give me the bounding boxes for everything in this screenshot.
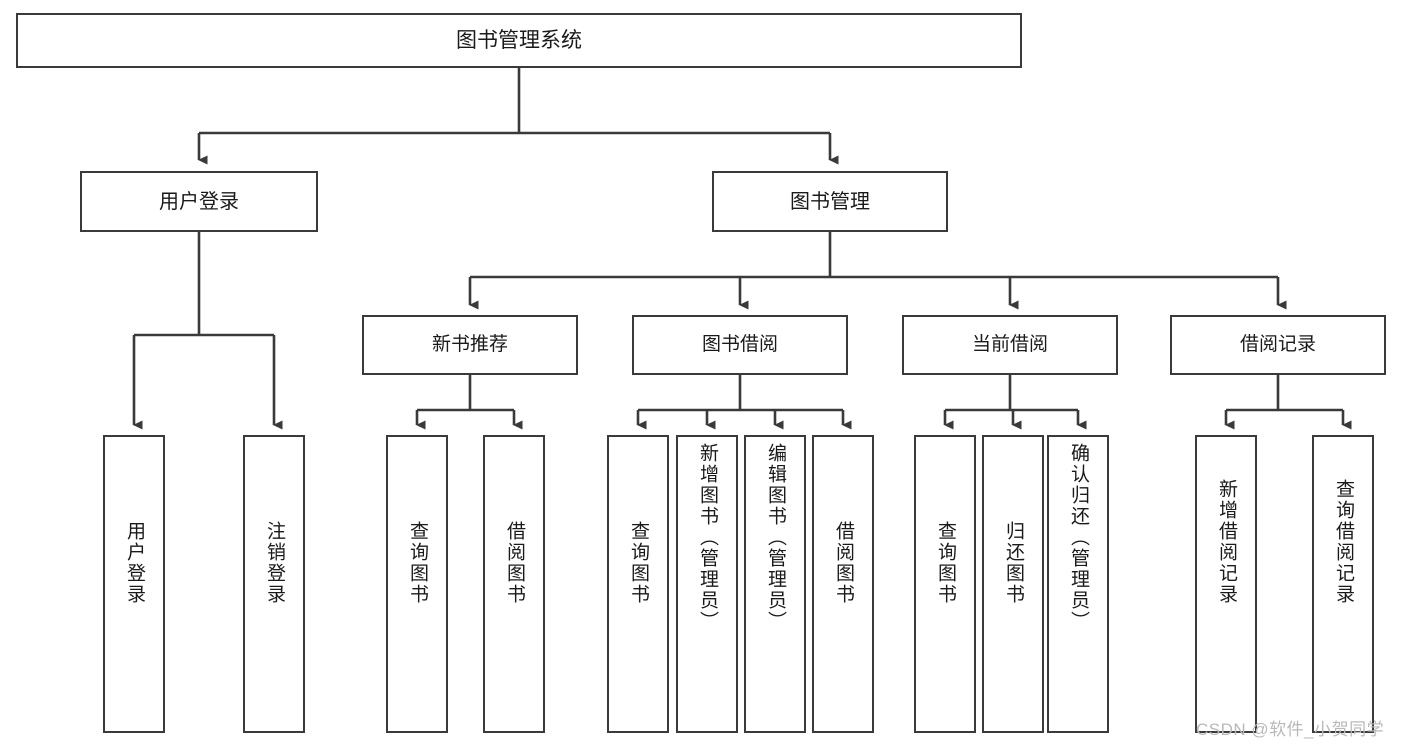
node-borrow-record[interactable]: 借阅记录 [1170, 315, 1386, 375]
leaf-current-borrow-2[interactable]: 确认归还（管理员） [1047, 435, 1109, 733]
node-current-borrow[interactable]: 当前借阅 [902, 315, 1118, 375]
leaf-new-book-recommend-1[interactable]: 借阅图书 [483, 435, 545, 733]
node-book-borrow[interactable]: 图书借阅 [632, 315, 848, 375]
node-label: 图书管理系统 [456, 28, 582, 52]
leaf-book-borrow-0[interactable]: 查询图书 [607, 435, 669, 733]
node-label: 当前借阅 [971, 333, 1048, 355]
node-label: 确认归还（管理员） [1067, 443, 1089, 632]
node-label: 查询借阅记录 [1332, 479, 1354, 605]
node-label: 注销登录 [263, 521, 285, 605]
leaf-book-borrow-3[interactable]: 借阅图书 [812, 435, 874, 733]
node-label: 图书管理 [790, 190, 870, 213]
node-label: 用户登录 [123, 521, 145, 605]
leaf-user-login-0[interactable]: 用户登录 [103, 435, 165, 733]
node-label: 查询图书 [627, 521, 649, 605]
node-new-book-recommend[interactable]: 新书推荐 [362, 315, 578, 375]
leaf-new-book-recommend-0[interactable]: 查询图书 [386, 435, 448, 733]
node-label: 图书借阅 [701, 333, 778, 355]
leaf-book-borrow-1[interactable]: 新增图书（管理员） [676, 435, 738, 733]
leaf-borrow-record-1[interactable]: 查询借阅记录 [1312, 435, 1374, 733]
leaf-current-borrow-1[interactable]: 归还图书 [982, 435, 1044, 733]
node-label: 借阅记录 [1239, 333, 1316, 355]
node-book-management[interactable]: 图书管理 [712, 171, 948, 232]
leaf-user-login-1[interactable]: 注销登录 [243, 435, 305, 733]
leaf-borrow-record-0[interactable]: 新增借阅记录 [1195, 435, 1257, 733]
node-root-book-management-system[interactable]: 图书管理系统 [16, 13, 1022, 68]
node-label: 查询图书 [934, 521, 956, 605]
node-label: 用户登录 [159, 190, 239, 213]
node-label: 新增借阅记录 [1215, 479, 1237, 605]
node-label: 借阅图书 [832, 521, 854, 605]
leaf-current-borrow-0[interactable]: 查询图书 [914, 435, 976, 733]
node-label: 归还图书 [1002, 521, 1024, 605]
watermark-text: CSDN @软件_小贺同学 [1196, 720, 1385, 739]
node-label: 查询图书 [406, 521, 428, 605]
node-user-login[interactable]: 用户登录 [80, 171, 318, 232]
leaf-book-borrow-2[interactable]: 编辑图书（管理员） [744, 435, 806, 733]
node-label: 编辑图书（管理员） [764, 443, 786, 632]
node-label: 新增图书（管理员） [696, 443, 718, 632]
node-label: 借阅图书 [503, 521, 525, 605]
node-label: 新书推荐 [431, 333, 508, 355]
